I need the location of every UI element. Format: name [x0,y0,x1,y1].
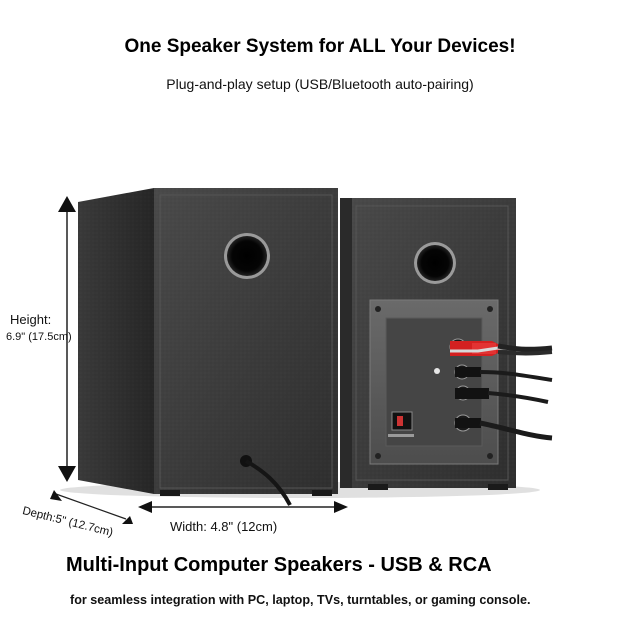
subheadline: Plug-and-play setup (USB/Bluetooth auto-… [166,76,474,92]
height-dimension-arrow [58,196,76,482]
product-title: Multi-Input Computer Speakers - USB & RC… [66,554,492,576]
headline: One Speaker System for ALL Your Devices! [124,36,516,57]
width-label: Width: 4.8" (12cm) [170,519,278,534]
right-speaker [340,198,553,490]
left-speaker [78,188,338,506]
height-value: 6.9" (17.5cm) [6,331,72,343]
audio-cables [497,343,553,352]
depth-dimension-arrow [50,490,133,524]
product-subtitle: for seamless integration with PC, laptop… [70,593,531,607]
width-dimension-arrow [138,501,348,513]
left-speaker-cable [245,459,292,506]
height-label: Height: [10,312,52,327]
